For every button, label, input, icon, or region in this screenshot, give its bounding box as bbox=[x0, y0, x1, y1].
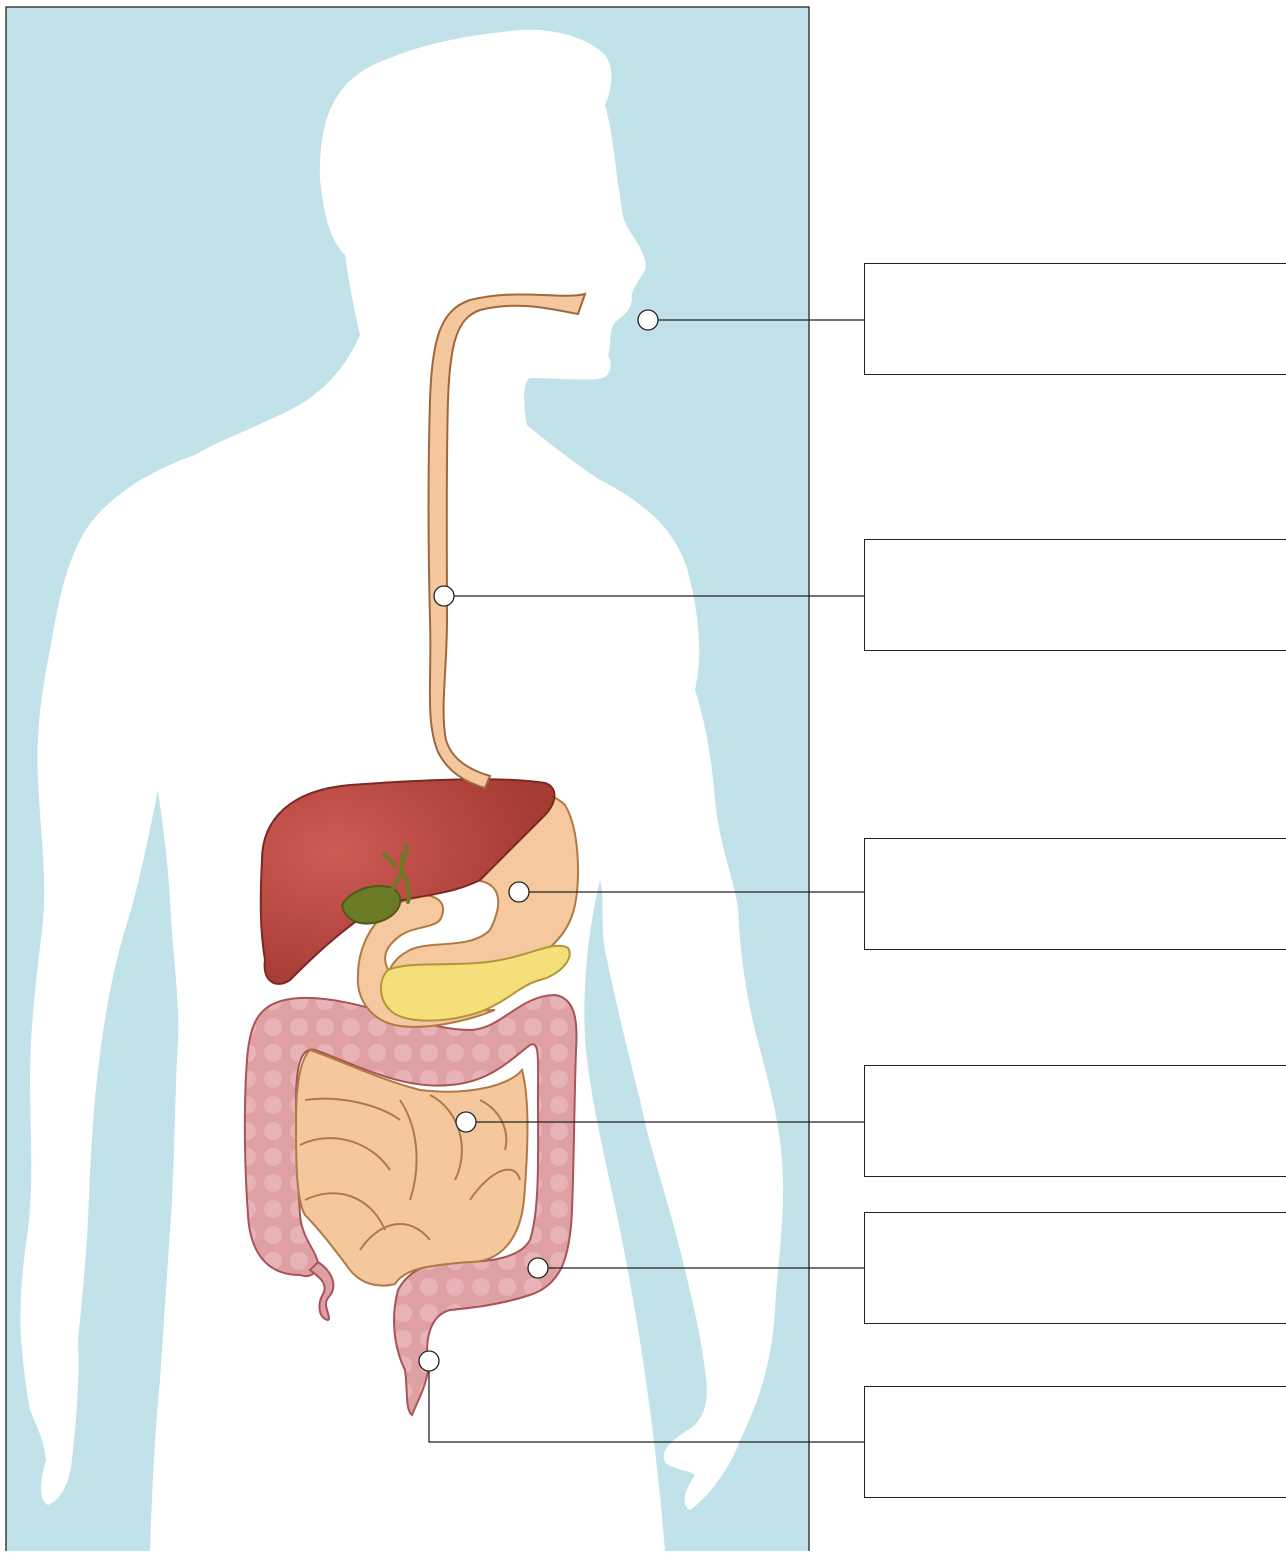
pointer-dot-esophagus bbox=[434, 586, 454, 606]
label-box-large-intestine[interactable] bbox=[864, 1212, 1286, 1324]
label-box-mouth[interactable] bbox=[864, 263, 1286, 375]
label-box-stomach[interactable] bbox=[864, 838, 1286, 950]
label-box-small-intestine[interactable] bbox=[864, 1065, 1286, 1177]
label-box-esophagus[interactable] bbox=[864, 539, 1286, 651]
pointer-dot-mouth bbox=[638, 310, 658, 330]
pointer-dot-large-intestine bbox=[528, 1258, 548, 1278]
label-box-rectum[interactable] bbox=[864, 1386, 1286, 1498]
pointer-dot-rectum bbox=[419, 1351, 439, 1371]
pointer-dot-stomach bbox=[509, 882, 529, 902]
pointer-dot-small-intestine bbox=[456, 1112, 476, 1132]
